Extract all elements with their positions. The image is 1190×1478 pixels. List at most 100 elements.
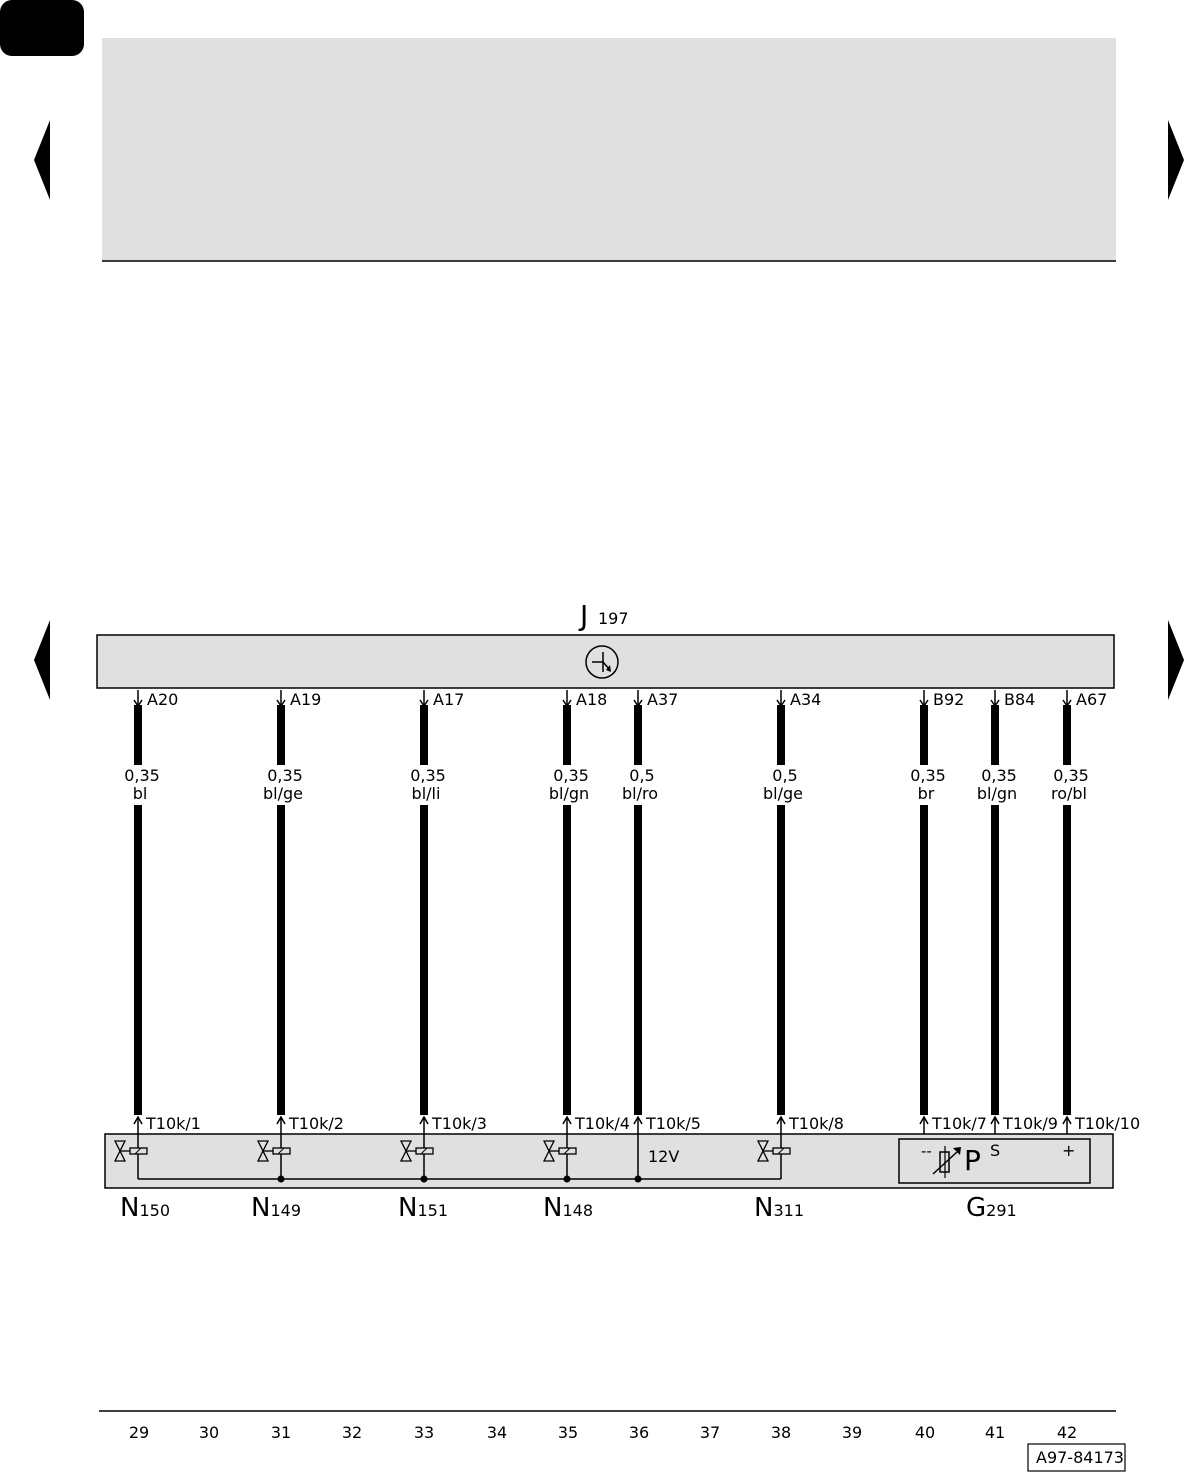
connector-label: T10k/1 (145, 1114, 201, 1133)
track-number: 41 (985, 1423, 1005, 1442)
wire-size: 0,5 (629, 766, 654, 785)
sensor-signal: S (990, 1141, 1000, 1160)
component-name: N (543, 1193, 562, 1223)
component-name: N (251, 1193, 270, 1223)
solenoid-valve-icon (113, 1140, 148, 1162)
component-sub: 149 (270, 1201, 301, 1220)
transistor-icon (585, 645, 619, 679)
wire-color: bl/ro (622, 784, 658, 803)
pin-label: A19 (290, 690, 321, 709)
solenoid-valve-icon (542, 1140, 577, 1162)
pressure-sensor: -- P S + (898, 1138, 1091, 1184)
solenoid-valve-icon (256, 1140, 291, 1162)
wire-color: bl (133, 784, 148, 803)
prev-arrow-icon[interactable] (34, 620, 50, 700)
track-number: 32 (342, 1423, 362, 1442)
connector-label: T10k/10 (1074, 1114, 1140, 1133)
pin-label: A37 (647, 690, 678, 709)
connector-label: T10k/2 (288, 1114, 344, 1133)
pin-label: A20 (147, 690, 178, 709)
wire-color: ro/bl (1051, 784, 1087, 803)
page-tab (0, 0, 84, 56)
component-name: G (966, 1193, 986, 1223)
wire-size: 0,35 (910, 766, 946, 785)
next-arrow-icon[interactable] (1168, 620, 1184, 700)
component-label: N148 (543, 1193, 593, 1223)
track-number: 40 (915, 1423, 935, 1442)
sensor-plus: + (1062, 1141, 1075, 1160)
prev-arrow-icon[interactable] (34, 120, 50, 200)
wire-size: 0,35 (267, 766, 303, 785)
header-panel (102, 38, 1116, 261)
track-number: 29 (129, 1423, 149, 1442)
component-label: N149 (251, 1193, 301, 1223)
connector-label: T10k/7 (931, 1114, 987, 1133)
component-label: G291 (966, 1193, 1017, 1223)
component-sub: 148 (562, 1201, 593, 1220)
sensor-letter: P (964, 1144, 981, 1177)
diagram-id-box (1027, 1443, 1126, 1472)
component-label: N311 (754, 1193, 804, 1223)
track-number: 42 (1057, 1423, 1077, 1442)
component-label: N151 (398, 1193, 448, 1223)
connector-label: T10k/9 (1002, 1114, 1058, 1133)
wire-size: 0,35 (1053, 766, 1089, 785)
pin-label: A17 (433, 690, 464, 709)
control-unit-box (96, 634, 1115, 689)
track-number: 33 (414, 1423, 434, 1442)
sensor-minus: -- (921, 1142, 932, 1160)
track-number: 34 (487, 1423, 507, 1442)
connector-label: T10k/8 (788, 1114, 844, 1133)
variable-resistor-icon (932, 1146, 961, 1178)
wire-color: bl/ge (263, 784, 303, 803)
next-arrow-icon[interactable] (1168, 120, 1184, 200)
solenoid-valve-icon (756, 1140, 791, 1162)
control-unit-sub: 197 (598, 609, 629, 628)
junction-dot (563, 1175, 571, 1183)
pin-label: A18 (576, 690, 607, 709)
wire-color: bl/ge (763, 784, 803, 803)
solenoid-valve-icon (399, 1140, 434, 1162)
pin-label: B84 (1004, 690, 1035, 709)
pin-label: A67 (1076, 690, 1107, 709)
wire-color: br (918, 784, 935, 803)
component-name: N (398, 1193, 417, 1223)
connector-label: T10k/4 (574, 1114, 630, 1133)
supply-label: 12V (648, 1147, 679, 1166)
junction-dot (634, 1175, 642, 1183)
component-sub: 291 (986, 1201, 1017, 1220)
junction-dot (420, 1175, 428, 1183)
component-label: N150 (120, 1193, 170, 1223)
wire-size: 0,35 (981, 766, 1017, 785)
track-number: 35 (558, 1423, 578, 1442)
track-number: 38 (771, 1423, 791, 1442)
component-sub: 151 (417, 1201, 448, 1220)
track-number: 31 (271, 1423, 291, 1442)
wire-size: 0,5 (772, 766, 797, 785)
component-sub: 311 (773, 1201, 804, 1220)
wire-size: 0,35 (410, 766, 446, 785)
component-sub: 150 (139, 1201, 170, 1220)
wire-size: 0,35 (553, 766, 589, 785)
track-number: 30 (199, 1423, 219, 1442)
track-number: 37 (700, 1423, 720, 1442)
wire-size: 0,35 (124, 766, 160, 785)
wire-color: bl/li (412, 784, 441, 803)
junction-dot (277, 1175, 285, 1183)
component-name: N (754, 1193, 773, 1223)
control-unit-name: J (578, 599, 588, 632)
connector-label: T10k/5 (645, 1114, 701, 1133)
track-number: 36 (629, 1423, 649, 1442)
wire-color: bl/gn (549, 784, 589, 803)
track-number: 39 (842, 1423, 862, 1442)
